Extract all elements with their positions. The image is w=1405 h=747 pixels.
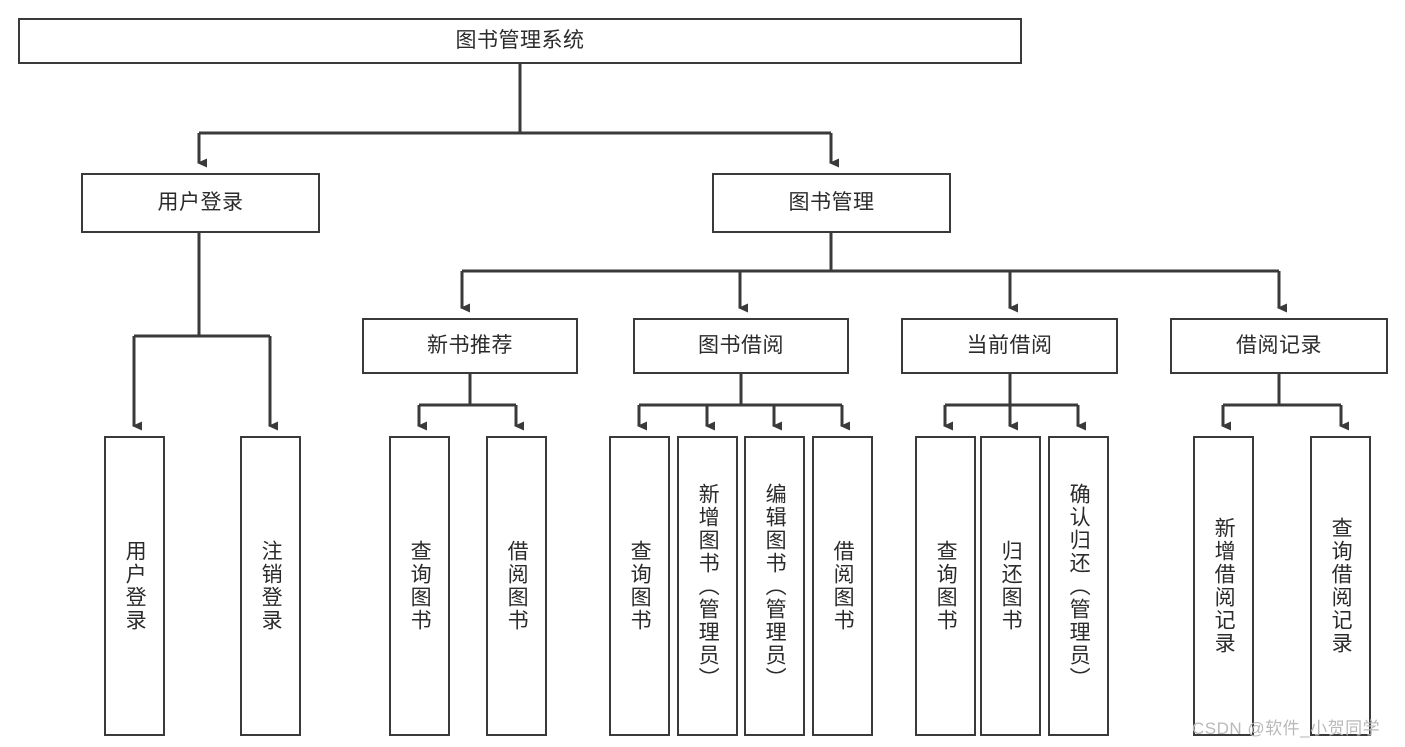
node-new-book-recommend-label: 新书推荐: [427, 334, 513, 358]
node-book-borrow-label: 图书借阅: [698, 334, 784, 358]
node-root-label: 图书管理系统: [455, 29, 585, 53]
node-current-borrow-label: 当前借阅: [966, 334, 1053, 358]
node-book-management-label: 图书管理: [788, 191, 875, 215]
node-book-management[interactable]: 图书管理: [712, 173, 951, 233]
node-borrow-record[interactable]: 借阅记录: [1170, 318, 1388, 374]
leaf-record-add[interactable]: 新增借阅记录: [1193, 436, 1254, 736]
leaf-borrow-query-book-label: 查询图书: [628, 540, 652, 632]
leaf-borrow-borrow-book-label: 借阅图书: [831, 540, 855, 632]
node-user-login[interactable]: 用户登录: [81, 173, 320, 233]
leaf-borrow-add-book-label: 新增图书（管理员）: [696, 482, 720, 690]
leaf-record-add-label: 新增借阅记录: [1212, 517, 1236, 655]
leaf-recommend-query-book[interactable]: 查询图书: [389, 436, 450, 736]
leaf-record-query-label: 查询借阅记录: [1329, 517, 1353, 655]
leaf-borrow-edit-book[interactable]: 编辑图书（管理员）: [744, 436, 805, 736]
leaf-borrow-borrow-book[interactable]: 借阅图书: [812, 436, 873, 736]
leaf-current-confirm-return-label: 确认归还（管理员）: [1067, 482, 1091, 690]
leaf-user-logout-label: 注销登录: [259, 540, 283, 632]
leaf-user-login-label: 用户登录: [123, 540, 147, 632]
leaf-recommend-borrow-book-label: 借阅图书: [505, 540, 529, 632]
watermark: CSDN @软件_小贺同学: [1192, 719, 1381, 738]
leaf-current-return-book-label: 归还图书: [999, 540, 1023, 632]
leaf-recommend-query-book-label: 查询图书: [408, 540, 432, 632]
leaf-current-query-book-label: 查询图书: [934, 540, 958, 632]
node-current-borrow[interactable]: 当前借阅: [901, 318, 1118, 374]
leaf-borrow-edit-book-label: 编辑图书（管理员）: [763, 482, 787, 690]
leaf-recommend-borrow-book[interactable]: 借阅图书: [486, 436, 547, 736]
leaf-record-query[interactable]: 查询借阅记录: [1310, 436, 1371, 736]
node-book-borrow[interactable]: 图书借阅: [633, 318, 849, 374]
node-borrow-record-label: 借阅记录: [1236, 334, 1322, 358]
leaf-user-logout[interactable]: 注销登录: [240, 436, 301, 736]
leaf-borrow-query-book[interactable]: 查询图书: [609, 436, 670, 736]
leaf-current-query-book[interactable]: 查询图书: [915, 436, 976, 736]
leaf-borrow-add-book[interactable]: 新增图书（管理员）: [677, 436, 738, 736]
node-user-login-label: 用户登录: [157, 191, 244, 215]
node-root[interactable]: 图书管理系统: [18, 18, 1022, 64]
leaf-current-return-book[interactable]: 归还图书: [980, 436, 1041, 736]
node-new-book-recommend[interactable]: 新书推荐: [362, 318, 578, 374]
leaf-user-login[interactable]: 用户登录: [104, 436, 165, 736]
leaf-current-confirm-return[interactable]: 确认归还（管理员）: [1048, 436, 1109, 736]
